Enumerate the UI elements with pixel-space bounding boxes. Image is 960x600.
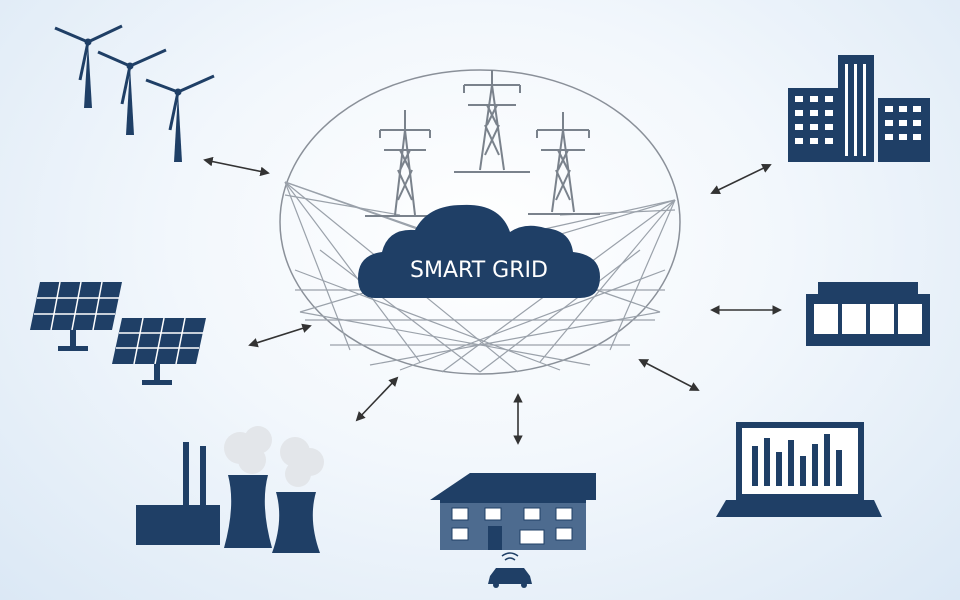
power-plant-icon <box>136 426 324 553</box>
arrow-city <box>710 164 772 194</box>
smart-grid-cloud: SMART GRID <box>358 204 600 298</box>
grid-mesh <box>284 181 676 373</box>
steam-clouds <box>224 426 324 487</box>
arrow-laptop <box>638 359 700 391</box>
house-with-car-icon <box>430 473 596 588</box>
power-pylons-icon <box>365 70 600 217</box>
wind-turbines-icon <box>54 24 215 162</box>
arrow-solar <box>248 323 312 348</box>
smart-grid-label: SMART GRID <box>410 258 548 283</box>
factory-building-icon <box>806 282 930 346</box>
city-buildings-icon <box>788 55 930 162</box>
arrow-wind <box>203 156 270 177</box>
connection-arrows <box>203 156 782 445</box>
solar-panels-icon <box>30 281 206 385</box>
laptop-chart-icon <box>716 422 882 517</box>
car-icon <box>488 568 532 588</box>
arrow-plant <box>355 376 399 422</box>
wifi-signal-icon <box>501 552 519 561</box>
grid-circle <box>279 69 681 375</box>
